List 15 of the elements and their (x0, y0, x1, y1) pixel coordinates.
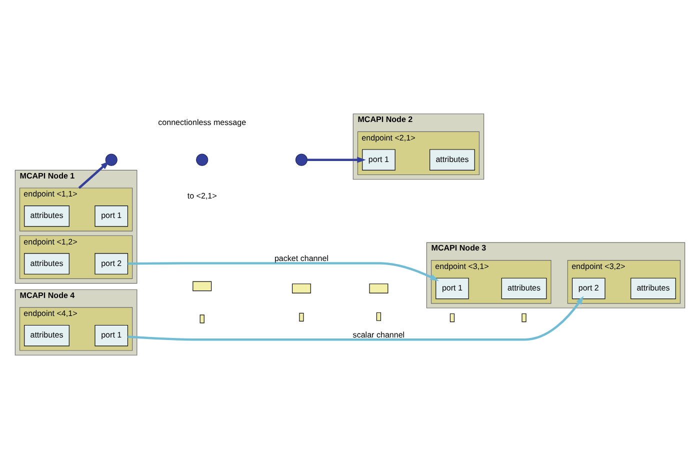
node-circle (295, 153, 308, 166)
arrow (307, 156, 366, 162)
node-box (292, 283, 311, 293)
node-bar (200, 314, 204, 323)
node-box (369, 283, 388, 293)
node-circle (196, 153, 208, 166)
node-bar (522, 312, 526, 322)
node-bar (299, 312, 304, 322)
arrow (78, 160, 110, 188)
arrow (128, 262, 439, 281)
node-bar (376, 312, 382, 320)
node-box (192, 280, 212, 291)
node-circle (105, 153, 118, 166)
arrow (128, 295, 584, 340)
node-bar (450, 312, 455, 322)
